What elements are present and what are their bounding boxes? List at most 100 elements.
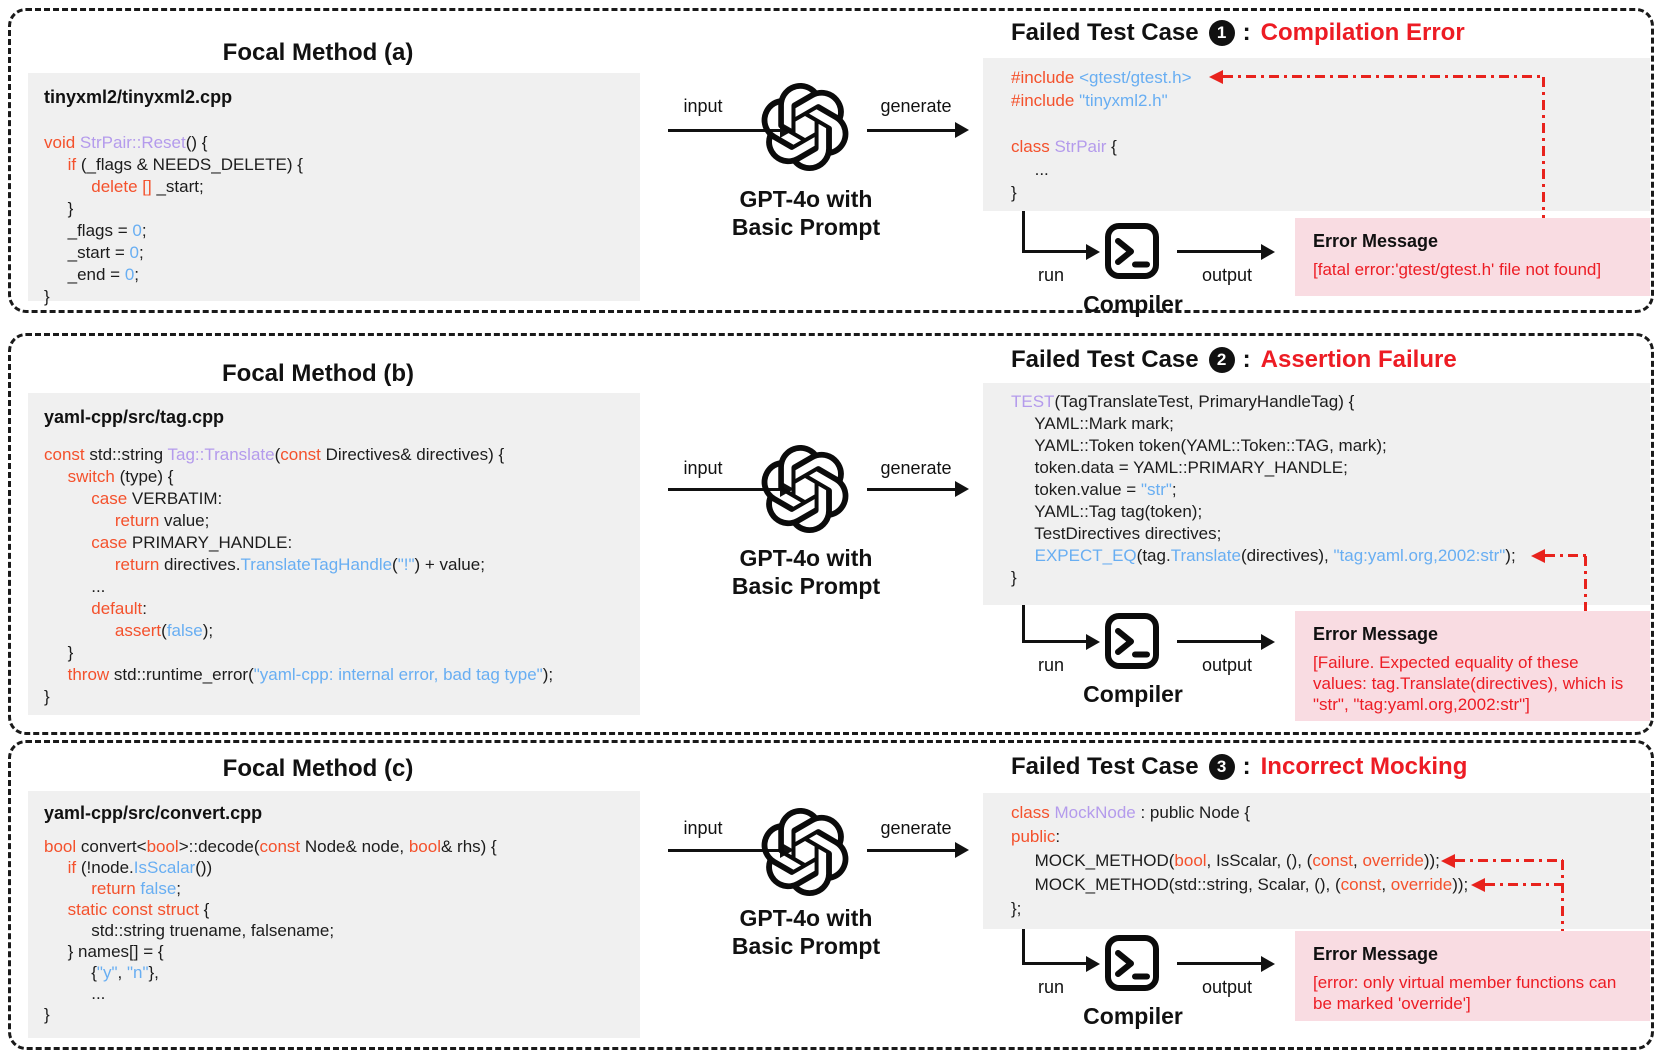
model-caption-line1: GPT-4o with bbox=[739, 186, 873, 212]
failed-title-label: Compilation Error bbox=[1260, 19, 1465, 46]
model-caption-line2: Basic Prompt bbox=[731, 214, 881, 240]
focal-method-title: Focal Method (b) bbox=[222, 360, 414, 387]
input-label: input bbox=[683, 458, 723, 478]
focal-code: bool convert<bool>::decode(const Node& n… bbox=[44, 837, 497, 1024]
failed-case-number-badge: 2 bbox=[1208, 347, 1235, 373]
run-elbow-line bbox=[1022, 211, 1025, 252]
generate-arrow bbox=[867, 488, 955, 491]
terminal-icon bbox=[1104, 934, 1160, 992]
run-arrow bbox=[1022, 962, 1090, 965]
output-arrow bbox=[1177, 640, 1261, 643]
generate-arrow bbox=[867, 849, 955, 852]
input-label: input bbox=[683, 818, 723, 838]
error-pointer-line bbox=[1485, 883, 1563, 886]
failed-test-case-title: Failed Test Case 1: Compilation Error bbox=[1011, 19, 1651, 47]
output-arrowhead-icon bbox=[1261, 244, 1275, 260]
error-pointer-line bbox=[1545, 554, 1587, 557]
focal-code-block: tinyxml2/tinyxml2.cpp void StrPair::Rese… bbox=[28, 73, 640, 306]
run-arrowhead-icon bbox=[1086, 634, 1100, 650]
run-arrow bbox=[1022, 640, 1090, 643]
model-caption: GPT-4o with Basic Prompt bbox=[681, 185, 931, 241]
generate-label: generate bbox=[880, 818, 952, 838]
error-pointer-line bbox=[1223, 75, 1545, 78]
error-pointer-line bbox=[1455, 859, 1563, 862]
run-elbow-line bbox=[1022, 605, 1025, 642]
openai-logo-icon bbox=[761, 445, 849, 534]
failed-title-label: Incorrect Mocking bbox=[1260, 753, 1468, 780]
compiler-label: Compiler bbox=[1083, 291, 1183, 317]
output-label: output bbox=[1201, 655, 1253, 675]
error-message-text: [error: only virtual member functions ca… bbox=[1313, 973, 1617, 1013]
error-pointer-line bbox=[1584, 556, 1587, 648]
error-message-title: Error Message bbox=[1313, 944, 1439, 964]
output-arrow bbox=[1177, 962, 1261, 965]
focal-code: void StrPair::Reset() { if (_flags & NEE… bbox=[44, 133, 303, 306]
model-caption: GPT-4o with Basic Prompt bbox=[681, 544, 931, 600]
model-caption-line2: Basic Prompt bbox=[731, 573, 881, 599]
run-arrow bbox=[1022, 250, 1090, 253]
error-pointer-arrowhead-icon bbox=[1471, 878, 1485, 892]
error-message-box: Error Message [fatal error:'gtest/gtest.… bbox=[1295, 218, 1650, 296]
generated-test-code: #include <gtest/gtest.h>#include "tinyxm… bbox=[1011, 68, 1192, 202]
error-message-title: Error Message bbox=[1313, 624, 1439, 644]
compiler-label: Compiler bbox=[1083, 681, 1183, 707]
failed-title-separator: : bbox=[1242, 753, 1251, 780]
error-message-text: [Failure. Expected equality of these val… bbox=[1313, 653, 1624, 714]
generated-test-code: TEST(TagTranslateTest, PrimaryHandleTag)… bbox=[1011, 392, 1516, 587]
run-elbow-line bbox=[1022, 929, 1025, 964]
error-pointer-line bbox=[1542, 77, 1545, 246]
output-label: output bbox=[1201, 977, 1253, 997]
failed-case-number-badge: 3 bbox=[1208, 754, 1235, 780]
terminal-icon bbox=[1104, 612, 1160, 670]
focal-code-block: yaml-cpp/src/tag.cpp const std::string T… bbox=[28, 393, 640, 715]
input-arrow bbox=[668, 488, 780, 491]
panel-b-assertion-failure: Focal Method (b) yaml-cpp/src/tag.cpp co… bbox=[8, 333, 1654, 735]
model-caption-line1: GPT-4o with bbox=[739, 905, 873, 931]
focal-code: const std::string Tag::Translate(const D… bbox=[44, 445, 554, 706]
model-caption-line2: Basic Prompt bbox=[731, 933, 881, 959]
file-path-label: tinyxml2/tinyxml2.cpp bbox=[44, 87, 233, 107]
generated-test-code-block: TEST(TagTranslateTest, PrimaryHandleTag)… bbox=[983, 383, 1650, 605]
focal-method-title: Focal Method (a) bbox=[222, 39, 414, 66]
generate-label: generate bbox=[880, 96, 952, 116]
openai-logo-icon bbox=[761, 808, 849, 897]
failed-title-label: Assertion Failure bbox=[1260, 346, 1457, 373]
failed-test-case-title: Failed Test Case 2: Assertion Failure bbox=[1011, 346, 1651, 374]
generate-arrow bbox=[867, 129, 955, 132]
openai-logo-icon bbox=[761, 83, 849, 172]
run-label: run bbox=[1037, 265, 1064, 285]
failed-title-separator: : bbox=[1242, 19, 1251, 46]
run-arrowhead-icon bbox=[1086, 244, 1100, 260]
output-arrow bbox=[1177, 250, 1261, 253]
generate-label: generate bbox=[880, 458, 952, 478]
focal-method-title: Focal Method (c) bbox=[222, 755, 414, 782]
input-arrow bbox=[668, 129, 780, 132]
failed-title-separator: : bbox=[1242, 346, 1251, 373]
generated-test-code-block: #include <gtest/gtest.h>#include "tinyxm… bbox=[983, 58, 1650, 211]
error-message-text: [fatal error:'gtest/gtest.h' file not fo… bbox=[1313, 260, 1602, 279]
failed-case-number-badge: 1 bbox=[1208, 20, 1235, 46]
failed-title-prefix: Failed Test Case bbox=[1011, 19, 1199, 46]
terminal-icon bbox=[1104, 222, 1160, 280]
panel-a-compilation-error: Focal Method (a) tinyxml2/tinyxml2.cpp v… bbox=[8, 8, 1654, 317]
compiler-label: Compiler bbox=[1083, 1003, 1183, 1029]
panel-c-incorrect-mocking: Focal Method (c) yaml-cpp/src/convert.cp… bbox=[8, 740, 1654, 1050]
generated-test-code: class MockNode : public Node {public: MO… bbox=[1011, 803, 1469, 918]
output-label: output bbox=[1201, 265, 1253, 285]
error-pointer-arrowhead-icon bbox=[1441, 854, 1455, 868]
model-caption-line1: GPT-4o with bbox=[739, 545, 873, 571]
run-label: run bbox=[1037, 977, 1064, 997]
error-message-box: Error Message [error: only virtual membe… bbox=[1295, 931, 1650, 1021]
model-caption: GPT-4o with Basic Prompt bbox=[681, 904, 931, 960]
generate-arrowhead-icon bbox=[955, 122, 969, 138]
file-path-label: yaml-cpp/src/tag.cpp bbox=[44, 407, 225, 427]
file-path-label: yaml-cpp/src/convert.cpp bbox=[44, 803, 263, 823]
output-arrowhead-icon bbox=[1261, 956, 1275, 972]
output-arrowhead-icon bbox=[1261, 634, 1275, 650]
failed-title-prefix: Failed Test Case bbox=[1011, 346, 1199, 373]
error-message-title: Error Message bbox=[1313, 231, 1439, 251]
run-arrowhead-icon bbox=[1086, 956, 1100, 972]
focal-code-block: yaml-cpp/src/convert.cpp bool convert<bo… bbox=[28, 791, 640, 1038]
